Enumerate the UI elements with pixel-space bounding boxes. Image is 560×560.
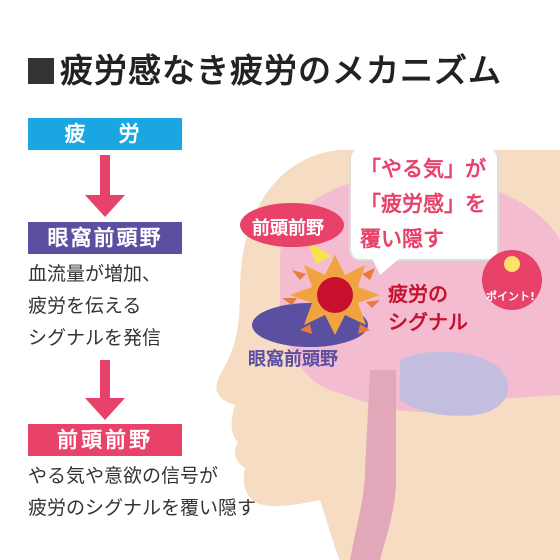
orbitofrontal-label: 眼窩前頭野 [248,349,338,370]
square-bullet-icon [28,58,54,84]
page-title-text: 疲労感なき疲労のメカニズム [60,51,502,90]
step-fatigue-box: 疲 労 [28,118,182,150]
description-line: 疲労のシグナルを覆い隠す [28,497,257,519]
step-orbitofrontal-box: 眼窩前頭野 [28,222,182,254]
page-title: 疲労感なき疲労のメカニズム [28,44,502,92]
point-badge: ポイント! [486,290,536,303]
brain-diagram: 前頭前野 眼窩前頭野 疲労の シグナル 「やる気」が 「疲労感」を 覆い隠す ポ… [200,150,560,560]
callout-line: 覆い隠す [360,227,444,251]
description-line: やる気や意欲の信号が [28,465,219,487]
signal-arrows [282,268,380,334]
down-arrow-icon [85,360,125,420]
prefrontal-description: やる気や意欲の信号が 疲労のシグナルを覆い隠す [28,460,256,524]
callout-line: 「やる気」が [360,157,486,181]
step-prefrontal-box: 前頭前野 [28,424,182,456]
signal-label-line: シグナル [388,310,468,334]
prefrontal-bubble-label: 前頭前野 [252,218,324,239]
fatigue-signal-label: 疲労の シグナル [388,280,468,336]
callout-box: 「やる気」が 「疲労感」を 覆い隠す [360,152,486,257]
description-line: シグナルを発信 [28,327,162,349]
signal-label-line: 疲労の [388,282,448,306]
callout-line: 「疲労感」を [360,192,486,216]
description-line: 疲労を伝える [28,295,142,317]
head-illustration [216,150,560,560]
down-arrow-icon [85,155,125,217]
description-line: 血流量が増加、 [28,263,162,285]
orbitofrontal-description: 血流量が増加、 疲労を伝える シグナルを発信 [28,258,161,354]
